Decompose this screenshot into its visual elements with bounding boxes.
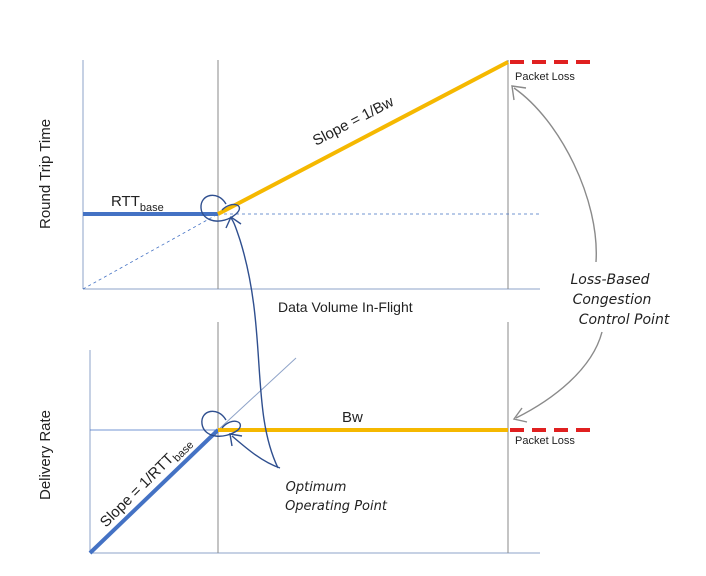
top-x-axis-label: Data Volume In-Flight — [278, 299, 413, 315]
slope-rtt-label-main: Slope = 1/RTT — [97, 450, 178, 531]
top-y-axis-label: Round Trip Time — [37, 119, 54, 229]
top-rtt-slope-line — [217, 60, 509, 216]
rtt-base-label: RTTbase — [111, 193, 164, 214]
slope-rtt-label: Slope = 1/RTTbase — [97, 433, 197, 533]
annotations: Loss-Based Congestion Control Point Opti… — [200, 85, 670, 514]
optimum-line2: Operating Point — [285, 499, 388, 514]
optimum-arrow-top — [230, 217, 279, 469]
loss-based-line3: Control Point — [579, 312, 670, 328]
loss-arrow-top — [513, 87, 597, 263]
top-chart: Round Trip Time Data Volume In-Flight RT… — [37, 60, 596, 315]
top-origin-dashed-line — [82, 213, 219, 290]
loss-arrow-bottom — [515, 331, 603, 419]
top-packet-loss-label: Packet Loss — [515, 71, 575, 83]
bottom-operating-point-loop — [201, 410, 241, 437]
top-operating-point-loop — [200, 194, 241, 222]
rtt-base-label-sub: base — [140, 202, 164, 214]
bottom-rtt-slope-line — [88, 428, 220, 555]
optimum-arrow-bottom-head — [229, 433, 243, 447]
bw-label: Bw — [342, 409, 363, 426]
rtt-base-label-main: RTT — [111, 193, 140, 210]
optimum-arrow-top-head — [225, 215, 242, 229]
loss-based-line1: Loss-Based — [571, 272, 650, 288]
bottom-slope-extension — [217, 357, 297, 431]
loss-arrow-bottom-head — [512, 407, 528, 423]
optimum-arrow-bottom — [231, 435, 281, 469]
bottom-chart: Delivery Rate Bw Slope = 1/RTTbase Packe… — [37, 322, 596, 555]
bottom-y-axis-label: Delivery Rate — [37, 410, 54, 500]
bottom-packet-loss-label: Packet Loss — [515, 435, 575, 447]
optimum-line1: Optimum — [286, 480, 347, 495]
loss-based-line2: Congestion — [573, 292, 652, 308]
loss-arrow-top-head — [511, 85, 527, 101]
